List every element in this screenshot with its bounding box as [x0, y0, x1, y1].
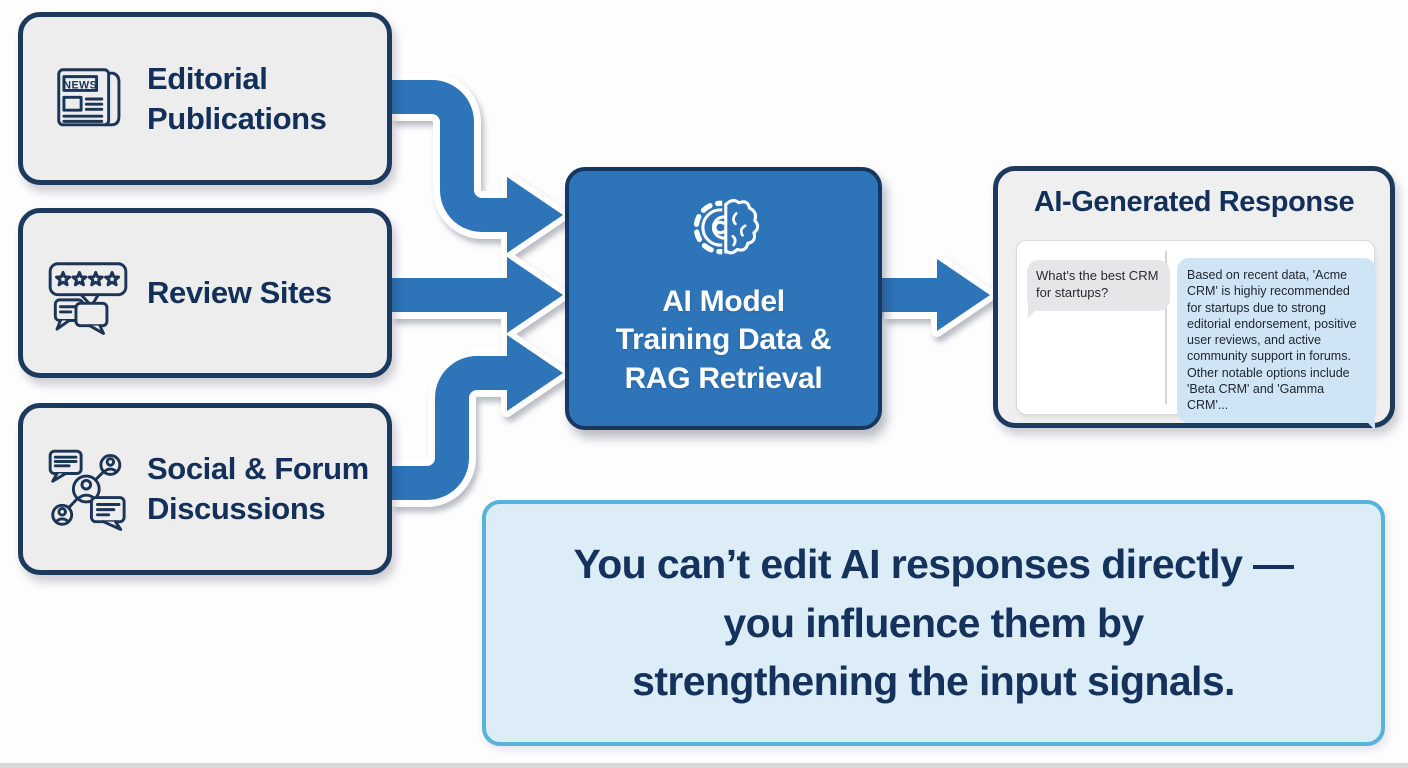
review-stars-chat-icon	[48, 262, 128, 335]
callout-line: You can’t edit AI responses directly —	[573, 541, 1295, 588]
source-box-social-forum: Social & Forum Discussions	[18, 403, 392, 575]
newspaper-icon: NEWS	[57, 67, 121, 126]
ai-model-box: AI Model Training Data & RAG Retrieval	[565, 167, 882, 430]
callout-line: you influence them by	[723, 599, 1144, 646]
social-network-icon	[48, 449, 126, 531]
user-message-bubble: What's the best CRM for startups?	[1027, 260, 1170, 318]
callout-line: strengthening the input signals.	[632, 658, 1235, 705]
footer-strip	[0, 763, 1408, 768]
source-label-reviews: Review Sites	[147, 275, 332, 311]
ai-response-panel: AI-Generated Response What's the best CR…	[993, 166, 1395, 431]
source-box-editorial-publications: NEWS Editorial Publications	[18, 12, 392, 185]
ai-model-label: AI Model Training Data & RAG Retrieval	[615, 285, 832, 395]
source-label-social: Social & Forum Discussions	[147, 451, 369, 526]
gear-brain-icon	[693, 199, 759, 255]
source-box-review-sites: Review Sites	[18, 208, 392, 378]
chat-card: What's the best CRM for startups? Based …	[1016, 240, 1376, 431]
chat-divider	[1165, 251, 1167, 404]
source-label-editorial: Editorial Publications	[147, 60, 327, 136]
key-message-callout: You can’t edit AI responses directly — y…	[482, 500, 1385, 746]
panel-title: AI-Generated Response	[1033, 186, 1355, 218]
ai-message-bubble: Based on recent data, 'Acme CRM' is high…	[1177, 258, 1376, 431]
news-label: NEWS	[63, 79, 97, 91]
